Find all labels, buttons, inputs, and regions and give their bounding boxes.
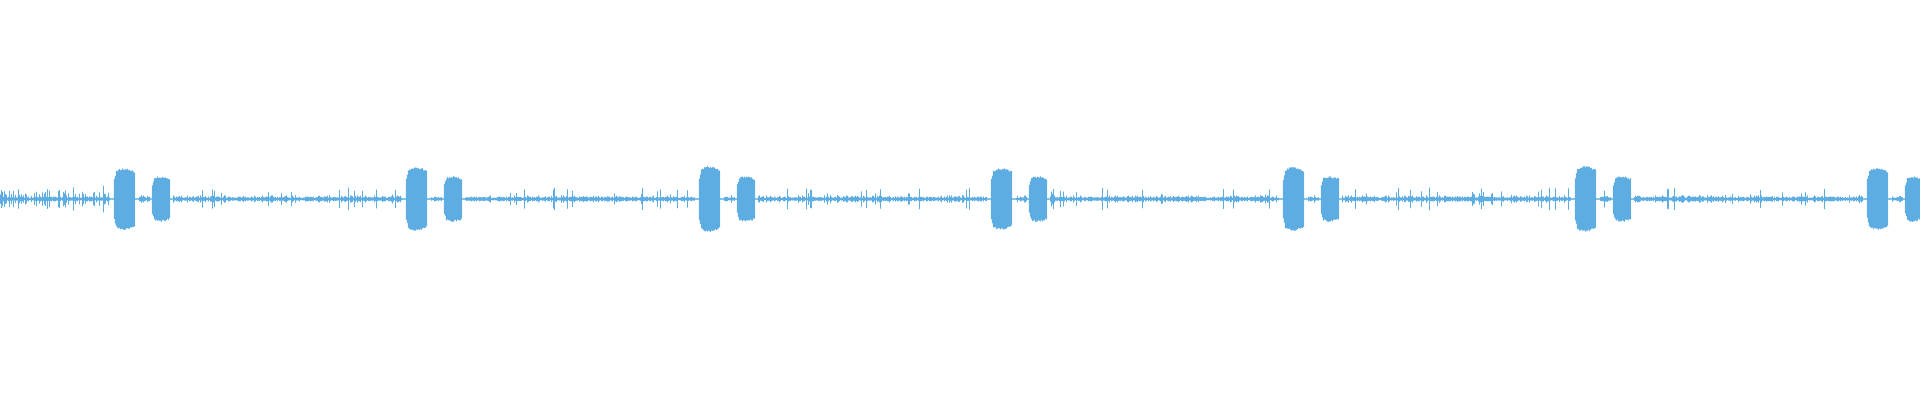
waveform-noise-path <box>0 185 1903 213</box>
waveform-bursts <box>113 166 1920 232</box>
waveform-noise <box>0 185 1903 213</box>
waveform-burst-small <box>736 176 756 222</box>
waveform-burst-large <box>405 167 428 231</box>
waveform-burst-large <box>1282 167 1305 231</box>
waveform-burst-small <box>1904 176 1920 222</box>
waveform-burst-small <box>151 176 171 222</box>
waveform-burst-large <box>698 166 721 232</box>
waveform-burst-large <box>990 168 1013 230</box>
waveform-burst-large <box>113 168 136 230</box>
waveform-burst-large <box>1866 168 1889 230</box>
waveform-burst-large <box>1574 166 1597 232</box>
waveform-burst-small <box>1028 176 1048 222</box>
waveform-burst-small <box>443 176 463 222</box>
waveform-burst-small <box>1320 176 1340 222</box>
waveform-burst-small <box>1612 176 1632 222</box>
